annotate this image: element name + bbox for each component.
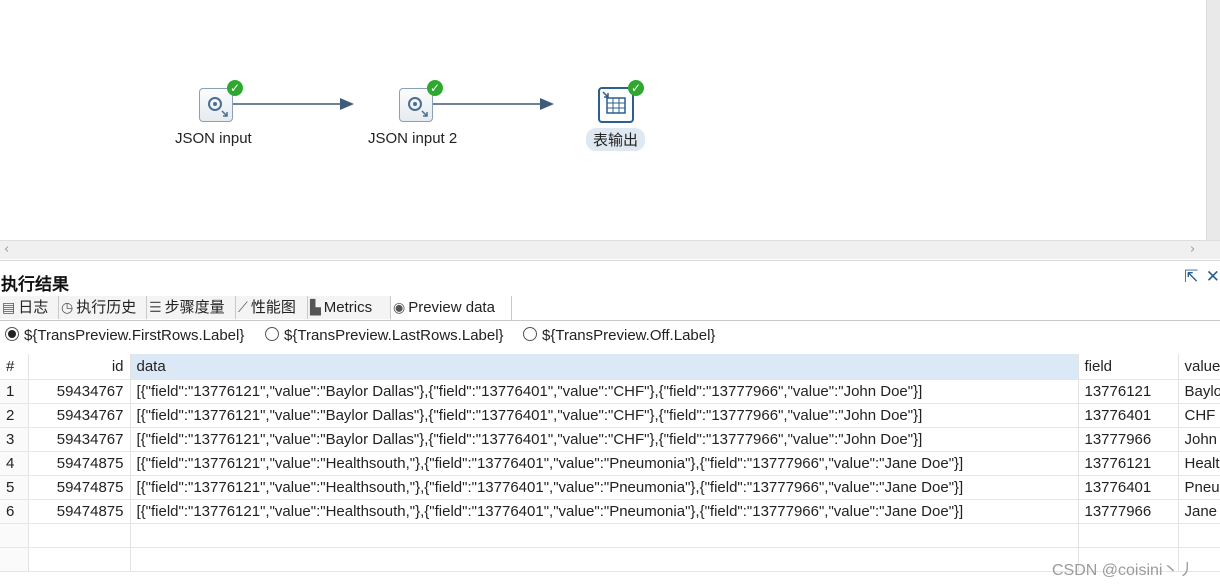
canvas-horizontal-scrollbar[interactable]: ‹ › (0, 240, 1206, 259)
empty-cell (0, 547, 29, 572)
tab-history[interactable]: ◷执行历史 (59, 296, 147, 319)
eye-icon: ◉ (393, 300, 406, 316)
table-cell-value[interactable]: CHF (1178, 403, 1220, 428)
radio-first-rows[interactable]: ${TransPreview.FirstRows.Label} (5, 327, 244, 344)
table-cell-value[interactable]: Baylor Dallas (1178, 379, 1220, 404)
empty-cell (28, 523, 131, 548)
results-tabs: ▤日志 ◷执行历史 ☰步骤度量 ⟋性能图 ▙Metrics ◉Preview d… (0, 296, 1220, 321)
performance-chart-icon: ⟋ (238, 300, 248, 316)
radio-last-rows[interactable]: ${TransPreview.LastRows.Label} (265, 327, 504, 344)
json-input-2-step-icon[interactable] (399, 88, 433, 122)
column-header-data[interactable]: data (130, 354, 1079, 380)
empty-cell (1078, 547, 1179, 572)
step-metrics-icon: ☰ (149, 300, 162, 316)
radio-unselected-icon (265, 327, 279, 341)
transformation-canvas[interactable]: ✓ JSON input ✓ JSON input 2 ✓ 表输出 (0, 0, 1206, 240)
scroll-left-icon[interactable]: ‹ (4, 242, 10, 257)
table-cell-field[interactable]: 13776121 (1078, 379, 1179, 404)
radio-unselected-icon (523, 327, 537, 341)
close-panel-icon[interactable]: ✕ (1205, 267, 1220, 287)
table-cell-field[interactable]: 13776401 (1078, 475, 1179, 500)
empty-cell (130, 547, 1079, 572)
table-cell-rownum[interactable]: 5 (0, 475, 29, 500)
success-check-icon: ✓ (628, 80, 644, 96)
empty-cell (130, 523, 1079, 548)
table-cell-id[interactable]: 59434767 (28, 379, 131, 404)
step-label-json-input-2[interactable]: JSON input 2 (368, 130, 458, 147)
table-cell-id[interactable]: 59434767 (28, 427, 131, 452)
step-label-table-output[interactable]: 表输出 (586, 128, 646, 151)
table-cell-rownum[interactable]: 2 (0, 403, 29, 428)
tab-metrics[interactable]: ▙Metrics (308, 296, 391, 319)
results-title: 执行结果 (1, 275, 69, 294)
empty-cell (1178, 523, 1220, 548)
table-cell-value[interactable]: Jane Doe (1178, 499, 1220, 524)
json-input-step-icon[interactable] (199, 88, 233, 122)
watermark: CSDN @coisini丶丿 (1052, 562, 1195, 579)
hop-arrow-2 (540, 98, 554, 110)
hop-lines (232, 98, 554, 110)
empty-table-row (0, 523, 1220, 548)
success-check-icon: ✓ (227, 80, 243, 96)
table-cell-data[interactable]: [{"field":"13776121","value":"Baylor Dal… (130, 427, 1079, 452)
radio-selected-icon (5, 327, 19, 341)
results-panel-header: 执行结果 ⇱ ✕ (0, 260, 1220, 297)
column-header-value[interactable]: value (1178, 354, 1220, 380)
table-output-step-icon[interactable] (598, 87, 634, 123)
table-cell-value[interactable]: Pneumonia (1178, 475, 1220, 500)
radio-off[interactable]: ${TransPreview.Off.Label} (523, 327, 715, 344)
history-icon: ◷ (61, 300, 74, 316)
table-cell-field[interactable]: 13777966 (1078, 427, 1179, 452)
empty-cell (1178, 547, 1220, 572)
column-header-field[interactable]: field (1078, 354, 1179, 380)
column-header-rownum[interactable]: # (0, 354, 29, 380)
table-cell-id[interactable]: 59474875 (28, 451, 131, 476)
scrollbar-corner (1206, 240, 1220, 259)
scroll-right-icon[interactable]: › (1190, 242, 1196, 257)
preview-mode-options: ${TransPreview.FirstRows.Label} ${TransP… (0, 321, 1220, 351)
table-cell-value[interactable]: Healthsouth, (1178, 451, 1220, 476)
table-cell-data[interactable]: [{"field":"13776121","value":"Baylor Dal… (130, 379, 1079, 404)
column-header-id[interactable]: id (28, 354, 131, 380)
empty-table-row (0, 547, 1220, 572)
table-cell-data[interactable]: [{"field":"13776121","value":"Healthsout… (130, 499, 1079, 524)
detach-panel-icon[interactable]: ⇱ (1184, 267, 1199, 287)
table-cell-rownum[interactable]: 4 (0, 451, 29, 476)
table-cell-value[interactable]: John Doe (1178, 427, 1220, 452)
table-header-row: # id data field value (0, 354, 1220, 380)
tab-preview-data[interactable]: ◉Preview data (391, 296, 512, 320)
canvas-vertical-scrollbar[interactable] (1206, 0, 1220, 240)
table-cell-id[interactable]: 59474875 (28, 499, 131, 524)
log-icon: ▤ (2, 300, 16, 316)
empty-cell (0, 523, 29, 548)
hop-arrow-1 (340, 98, 354, 110)
table-cell-field[interactable]: 13777966 (1078, 499, 1179, 524)
table-cell-data[interactable]: [{"field":"13776121","value":"Healthsout… (130, 475, 1079, 500)
table-cell-field[interactable]: 13776121 (1078, 451, 1179, 476)
table-cell-rownum[interactable]: 1 (0, 379, 29, 404)
tab-performance-chart[interactable]: ⟋性能图 (236, 296, 308, 319)
step-label-json-input[interactable]: JSON input (175, 130, 252, 147)
table-cell-field[interactable]: 13776401 (1078, 403, 1179, 428)
table-cell-rownum[interactable]: 6 (0, 499, 29, 524)
tab-log[interactable]: ▤日志 (0, 296, 59, 319)
table-cell-data[interactable]: [{"field":"13776121","value":"Healthsout… (130, 451, 1079, 476)
table-cell-rownum[interactable]: 3 (0, 427, 29, 452)
table-cell-id[interactable]: 59434767 (28, 403, 131, 428)
tab-step-metrics[interactable]: ☰步骤度量 (147, 296, 236, 319)
table-cell-data[interactable]: [{"field":"13776121","value":"Baylor Dal… (130, 403, 1079, 428)
empty-cell (28, 547, 131, 572)
table-cell-id[interactable]: 59474875 (28, 475, 131, 500)
empty-cell (1078, 523, 1179, 548)
success-check-icon: ✓ (427, 80, 443, 96)
metrics-icon: ▙ (310, 300, 321, 316)
